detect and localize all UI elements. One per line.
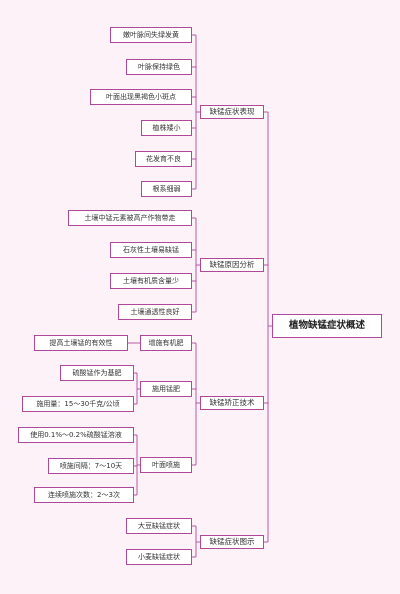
- leaf-cause-calcareous: 石灰性土壤易缺锰: [110, 242, 192, 258]
- root-node: 植物缺锰症状概述: [272, 314, 382, 338]
- branch-causes: 缺锰原因分析: [200, 258, 264, 272]
- leaf-spray-solution: 使用0.1%～0.2%硫酸锰溶液: [18, 427, 134, 443]
- leaf-symptom-dwarf: 植株矮小: [141, 120, 192, 136]
- leaf-cause-crop-removal: 土壤中锰元素被高产作物带走: [68, 210, 192, 226]
- leaf-symptom-roots: 根系细弱: [141, 181, 192, 197]
- branch-illustrations: 缺锰症状图示: [200, 535, 264, 549]
- leaf-improve-availability: 提高土壤锰的有效性: [34, 335, 128, 351]
- leaf-symptom-green-veins: 叶脉保持绿色: [126, 59, 192, 75]
- leaf-cause-aeration: 土壤通透性良好: [118, 304, 192, 320]
- branch-correction: 缺锰矫正技术: [200, 396, 264, 410]
- branch-symptoms: 缺锰症状表现: [200, 105, 264, 119]
- leaf-cause-low-organic: 土壤有机质含量少: [110, 273, 192, 289]
- leaf-symptom-spots: 叶面出现黑褐色小斑点: [90, 89, 192, 105]
- leaf-soybean-symptoms: 大豆缺锰症状: [126, 518, 192, 534]
- leaf-application-rate: 施用量：15～30千克/公顷: [22, 396, 134, 412]
- leaf-base-fertilizer: 硫酸锰作为基肥: [60, 365, 134, 381]
- leaf-symptom-flower: 花发育不良: [135, 151, 192, 167]
- node-foliar-spray: 叶面喷施: [140, 457, 192, 473]
- leaf-spray-interval: 喷施间隔：7～10天: [48, 458, 134, 474]
- node-manganese-fertilizer: 施用锰肥: [140, 381, 192, 397]
- leaf-wheat-symptoms: 小麦缺锰症状: [126, 549, 192, 565]
- node-organic-fertilizer: 增施有机肥: [140, 335, 192, 351]
- leaf-symptom-young-leaves: 嫩叶脉间失绿发黄: [110, 27, 192, 43]
- leaf-spray-count: 连续喷施次数：2～3次: [34, 487, 134, 503]
